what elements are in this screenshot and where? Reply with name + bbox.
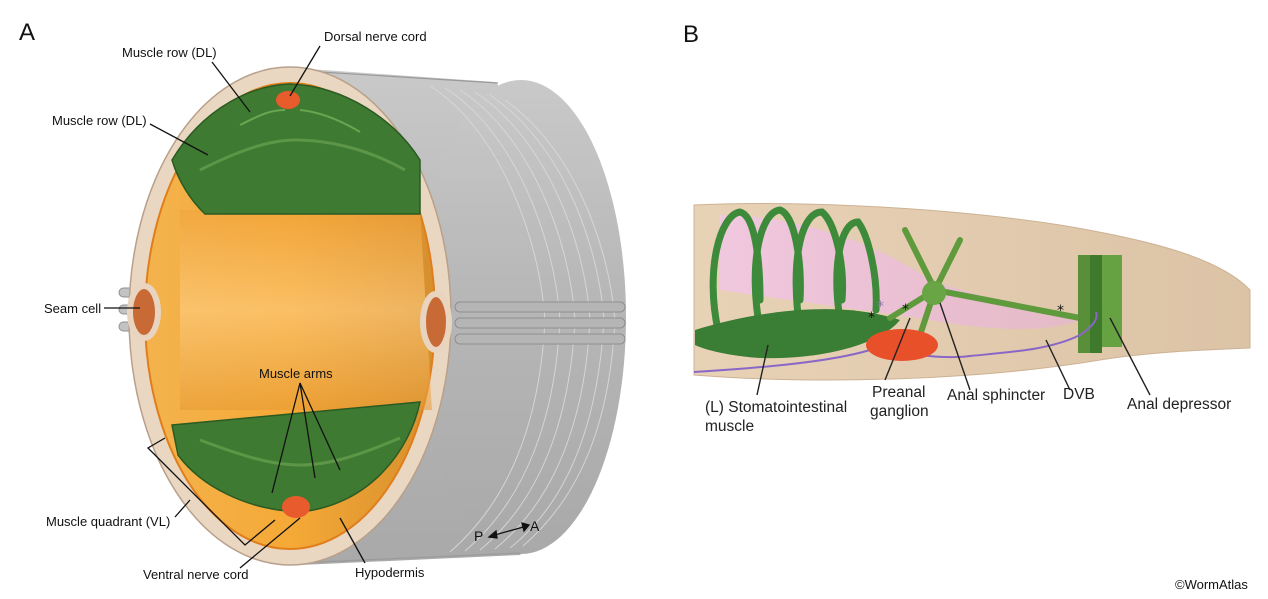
seam-cell-left-shape — [127, 283, 161, 341]
svg-text:*: * — [868, 310, 875, 326]
label-muscle-row-top: Muscle row (DL) — [122, 45, 217, 60]
ventral-nerve-cord-shape — [282, 496, 310, 518]
muscle-base — [695, 309, 900, 359]
label-hypodermis: Hypodermis — [355, 565, 425, 580]
seam-ridges-right — [454, 301, 626, 345]
panel-a-letter: A — [19, 19, 36, 46]
preanal-ganglion-shape — [866, 329, 938, 361]
seam-cell-right-shape — [420, 291, 452, 353]
label-stomatointestinal-line1: (L) Stomatointestinal — [705, 399, 848, 416]
label-ventral-nerve-cord: Ventral nerve cord — [143, 567, 249, 582]
copyright-text: ©WormAtlas — [1175, 577, 1248, 592]
stomatointestinal-muscle-shape — [709, 206, 880, 334]
sphincter-center — [922, 281, 946, 305]
svg-text:*: * — [877, 299, 884, 315]
leader-lines-b — [756, 302, 1151, 396]
svg-text:*: * — [1057, 303, 1064, 319]
label-dvb: DVB — [1063, 386, 1095, 403]
svg-text:*: * — [902, 302, 909, 318]
label-stomatointestinal-line2: muscle — [705, 418, 755, 435]
anal-sphincter-shape — [887, 227, 1083, 338]
cross-section — [127, 66, 452, 566]
label-dorsal-nerve-cord: Dorsal nerve cord — [324, 29, 427, 44]
axis-posterior-label: P — [474, 528, 484, 544]
panel-b-letter: B — [683, 21, 700, 48]
label-preanal-line1: Preanal — [872, 384, 926, 401]
asterisk-markers: * * * * — [868, 299, 1064, 326]
dvb-neuron — [693, 311, 1098, 373]
label-anal-sphincter: Anal sphincter — [947, 387, 1046, 404]
anal-depressor-shape — [1078, 255, 1122, 353]
axis-anterior-label: A — [530, 518, 540, 534]
leader-lines-a — [104, 45, 531, 569]
label-preanal-line2: ganglion — [870, 403, 929, 420]
label-muscle-arms: Muscle arms — [259, 366, 333, 381]
label-muscle-row-left: Muscle row (DL) — [52, 113, 147, 128]
label-seam-cell: Seam cell — [44, 301, 102, 316]
label-anal-depressor: Anal depressor — [1127, 396, 1232, 413]
dorsal-nerve-cord-shape — [276, 91, 300, 109]
label-muscle-quadrant: Muscle quadrant (VL) — [46, 514, 171, 529]
